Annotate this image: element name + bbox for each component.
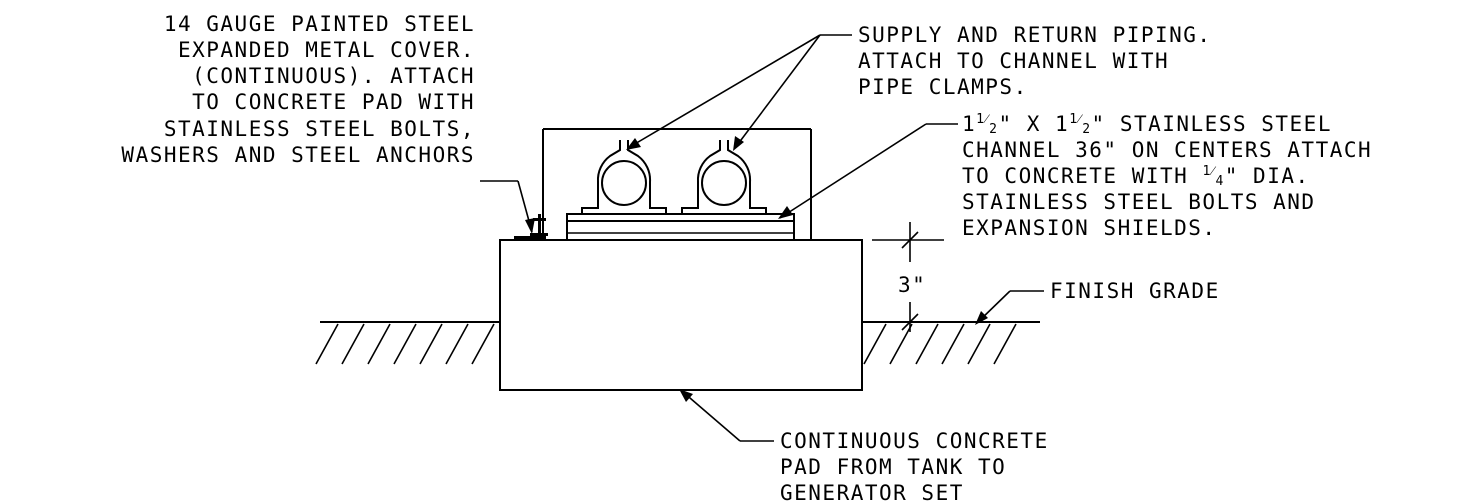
note-piping-line: PIPE CLAMPS. <box>858 75 1028 99</box>
note-cover-line: EXPANDED METAL COVER. <box>178 38 475 62</box>
leader-pad <box>679 389 774 442</box>
note-cover-line: TO CONCRETE PAD WITH <box>192 90 475 114</box>
note-piping-line: SUPPLY AND RETURN PIPING. <box>858 23 1212 47</box>
note-finish-grade: FINISH GRADE <box>1050 279 1220 303</box>
note-channel-line-1: 11⁄2" X 11⁄2" STAINLESS STEEL <box>962 112 1332 137</box>
anchor-bolt <box>514 214 548 240</box>
note-pad-line: GENERATOR SET <box>780 481 964 504</box>
note-cover-line: STAINLESS STEEL BOLTS, <box>164 117 475 141</box>
note-channel-line-2: CHANNEL 36" ON CENTERS ATTACH <box>962 138 1372 162</box>
ground-hatch-right <box>862 321 1040 365</box>
dimension-3-inch <box>872 222 944 332</box>
note-piping-line: ATTACH TO CHANNEL WITH <box>858 49 1169 73</box>
dimension-label: 3" <box>898 273 926 297</box>
note-cover: 14 GAUGE PAINTED STEEL EXPANDED METAL CO… <box>121 12 475 167</box>
note-channel-line-4: STAINLESS STEEL BOLTS AND <box>962 190 1316 214</box>
note-pad-line: CONTINUOUS CONCRETE <box>780 429 1049 453</box>
expanded-metal-cover <box>542 128 812 240</box>
pipe-clamp-left <box>581 140 667 214</box>
leader-cover <box>480 180 535 234</box>
pipe-left <box>601 160 647 206</box>
stainless-channel <box>566 213 795 241</box>
note-piping: SUPPLY AND RETURN PIPING. ATTACH TO CHAN… <box>858 23 1212 99</box>
note-pad: CONTINUOUS CONCRETE PAD FROM TANK TO GEN… <box>780 429 1049 504</box>
note-pad-line: PAD FROM TANK TO <box>780 455 1006 479</box>
note-cover-line: (CONTINUOUS). ATTACH <box>192 64 475 88</box>
note-cover-line: 14 GAUGE PAINTED STEEL <box>164 12 475 36</box>
note-channel-line-5: EXPANSION SHIELDS. <box>962 216 1217 240</box>
pipe-right <box>701 160 747 206</box>
pipe-clamp-right <box>681 140 767 214</box>
note-channel: 11⁄2" X 11⁄2" STAINLESS STEEL CHANNEL 36… <box>962 112 1372 240</box>
leader-grade <box>975 290 1044 325</box>
ground-hatch-left <box>315 321 500 365</box>
concrete-pad <box>499 239 863 391</box>
note-channel-line-3: TO CONCRETE WITH 1⁄4" DIA. <box>962 164 1310 189</box>
leader-piping <box>626 34 852 151</box>
leader-channel <box>778 123 958 219</box>
note-cover-line: WASHERS AND STEEL ANCHORS <box>121 143 475 167</box>
